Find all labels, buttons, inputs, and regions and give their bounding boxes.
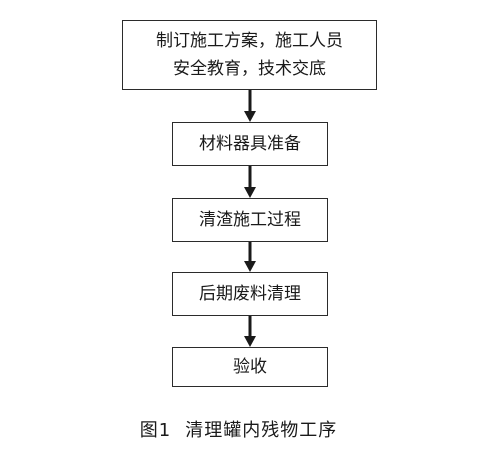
arrow-1-to-2: [244, 90, 256, 122]
step-acceptance-box: 验收: [172, 347, 328, 387]
arrow-2-to-3: [244, 166, 256, 198]
step-materials-box: 材料器具准备: [172, 122, 328, 166]
step-cleanup-box: 后期废料清理: [172, 272, 328, 316]
step-acceptance-label: 验收: [233, 357, 267, 377]
step-plan-box: 制订施工方案，施工人员 安全教育，技术交底: [122, 20, 377, 90]
step-plan-line-2: 安全教育，技术交底: [173, 59, 326, 79]
step-clearing-box: 清渣施工过程: [172, 198, 328, 242]
figure-caption: 图1 清理罐内残物工序: [0, 418, 477, 444]
arrow-4-to-5: [244, 316, 256, 347]
figure-title: 清理罐内残物工序: [185, 420, 338, 441]
step-cleanup-label: 后期废料清理: [199, 284, 301, 304]
figure-number: 图1: [139, 420, 172, 441]
step-plan-line-1: 制订施工方案，施工人员: [156, 31, 343, 51]
step-materials-label: 材料器具准备: [199, 134, 301, 154]
arrow-3-to-4: [244, 242, 256, 272]
step-clearing-label: 清渣施工过程: [199, 210, 301, 230]
